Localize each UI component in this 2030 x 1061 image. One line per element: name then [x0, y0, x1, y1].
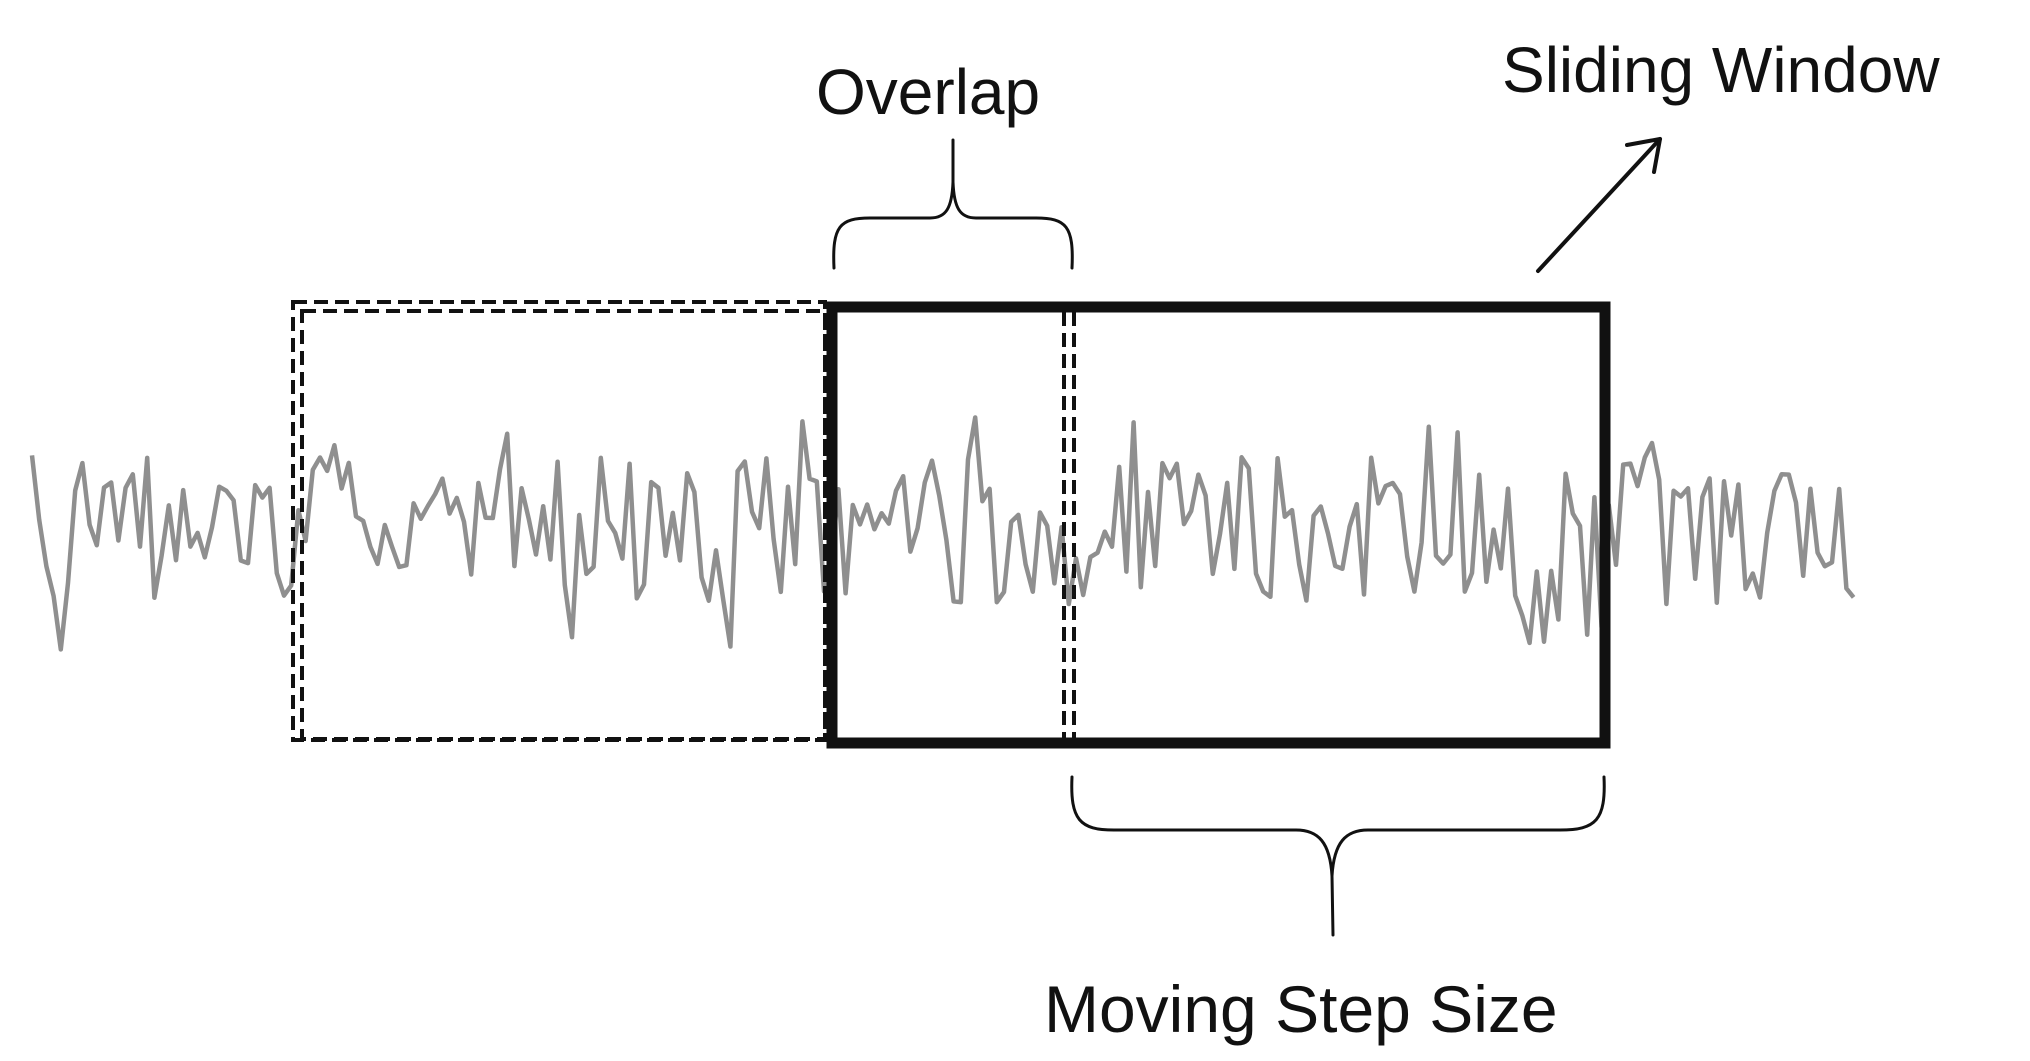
current-window: [826, 301, 1611, 749]
overlap-label: Overlap: [816, 56, 1040, 128]
signal-waveform: [29, 415, 1856, 652]
overlap-brace: [832, 138, 1074, 270]
sliding-window-label: Sliding Window: [1502, 34, 1940, 106]
step-size-brace: [1070, 775, 1606, 937]
previous-window: [291, 300, 827, 742]
sliding-window-arrow: [1536, 137, 1662, 273]
moving-step-size-label: Moving Step Size: [1044, 972, 1558, 1046]
overlap-boundary-line: [1062, 312, 1076, 740]
